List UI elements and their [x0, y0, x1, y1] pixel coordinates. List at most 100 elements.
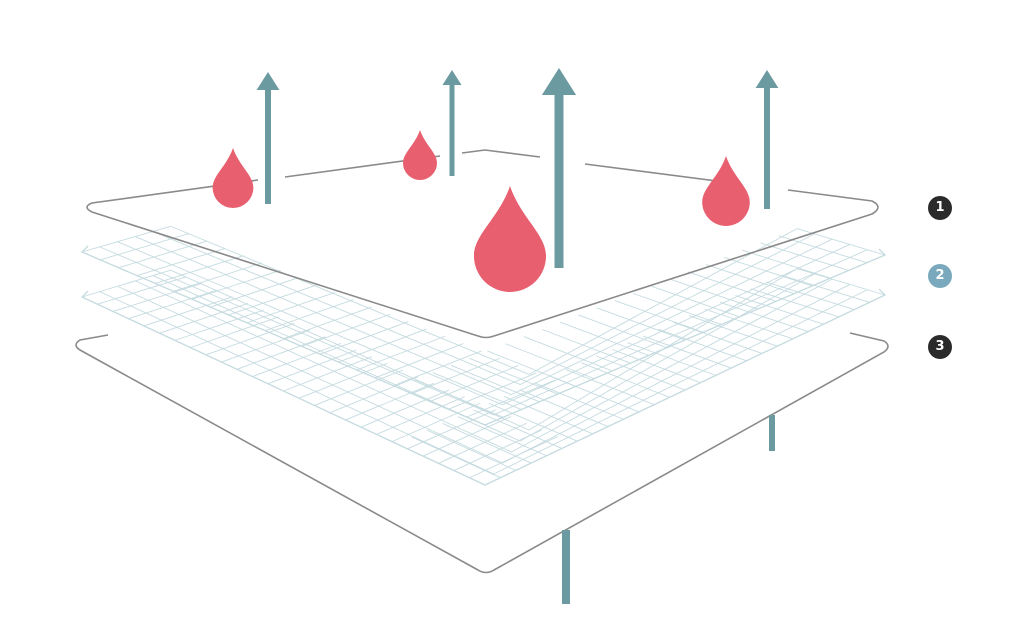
grid-line: [252, 342, 342, 377]
arrow-up-icon: [541, 68, 577, 95]
grid-line: [283, 356, 372, 392]
grid-outline: [80, 288, 887, 486]
grid-line: [159, 303, 249, 334]
grid-line: [781, 274, 870, 303]
grid-line: [760, 242, 849, 271]
grid-line: [155, 255, 244, 284]
arrow-shaft: [764, 86, 770, 209]
grid-line: [338, 328, 427, 363]
grid-line: [81, 225, 171, 253]
grid-line: [673, 322, 763, 354]
grid-line: [81, 269, 171, 298]
grid-line: [523, 336, 613, 372]
bottom-post: [562, 530, 570, 604]
grid-line: [374, 343, 464, 379]
grid-line: [469, 357, 558, 395]
grid-line: [376, 396, 465, 435]
grid-line: [796, 268, 886, 296]
grid-line: [457, 416, 547, 457]
water-drop-icon: [403, 130, 437, 180]
grid-line: [174, 309, 264, 341]
grid-line: [152, 273, 815, 442]
grid-line: [100, 233, 190, 261]
grid-line: [391, 402, 481, 443]
grid-line: [448, 372, 537, 410]
grid-line: [466, 379, 555, 418]
water-drops: [212, 130, 750, 292]
grid-line: [632, 292, 722, 325]
grid-line: [265, 299, 354, 332]
grid-line: [735, 295, 824, 325]
grid-line: [565, 369, 655, 406]
grid-line: [210, 277, 299, 308]
grid-line: [796, 228, 886, 256]
grid-line: [778, 235, 867, 264]
grid-line: [519, 389, 609, 427]
arrow-shaft: [265, 88, 271, 204]
mesh-grid: [80, 268, 887, 486]
grid-line: [283, 306, 372, 339]
grid-line: [221, 329, 311, 363]
grid-line: [236, 336, 326, 370]
mesh-grids: [80, 225, 887, 486]
grid-line: [267, 349, 357, 385]
layer-badge-2: 2: [928, 264, 952, 288]
grid-line: [442, 423, 532, 464]
grid-line: [550, 375, 640, 413]
vapor-arrows: [256, 68, 779, 268]
grid-line: [136, 247, 226, 277]
grid-line: [614, 300, 704, 333]
grid-line: [314, 369, 403, 406]
grid-line: [298, 362, 388, 399]
water-drop-icon: [212, 148, 254, 209]
grid-line: [393, 350, 482, 387]
grid-line: [118, 240, 208, 269]
grid-line: [578, 314, 667, 349]
grid-line: [319, 321, 409, 355]
mesh-grid: [80, 225, 887, 426]
grid-line: [143, 296, 233, 327]
grid-line: [190, 316, 280, 349]
layer-badge-3: 3: [928, 335, 952, 359]
grid-line: [642, 335, 732, 369]
arrow-up-icon: [442, 70, 462, 85]
grid-line: [750, 288, 839, 318]
grid-line: [97, 276, 187, 305]
grid-line: [596, 355, 686, 391]
grid-line: [228, 284, 318, 316]
grid-line: [581, 362, 670, 398]
grid-line: [534, 382, 624, 420]
grid-line: [246, 291, 336, 324]
grid-line: [99, 289, 868, 475]
grid-line: [329, 376, 419, 414]
grid-line: [345, 382, 434, 421]
bottom-post: [769, 415, 775, 451]
grid-line: [173, 262, 263, 292]
grid-line: [205, 322, 295, 356]
grid-line: [429, 365, 519, 402]
grid-line: [191, 269, 281, 300]
grid-line: [170, 268, 798, 431]
grid-line: [450, 364, 540, 403]
grid-line: [301, 313, 391, 347]
grid-line: [135, 278, 833, 453]
grid-line: [766, 281, 855, 311]
grid-line: [504, 396, 593, 435]
grid-line: [611, 348, 701, 384]
grid-line: [407, 409, 496, 450]
grid-line: [505, 343, 595, 380]
grid-line: [596, 307, 686, 341]
grid-line: [99, 246, 868, 416]
grid-line: [627, 342, 716, 376]
arrow-shaft: [449, 83, 455, 176]
grid-line: [117, 241, 850, 406]
bottom-layer-outline: [75, 332, 889, 574]
water-drop-icon: [702, 156, 750, 226]
grid-line: [411, 357, 501, 394]
grid-line: [356, 335, 446, 371]
grid-line: [152, 230, 815, 386]
grid-line: [422, 416, 512, 457]
top-layer-outline: [86, 149, 879, 339]
grid-line: [742, 249, 831, 279]
